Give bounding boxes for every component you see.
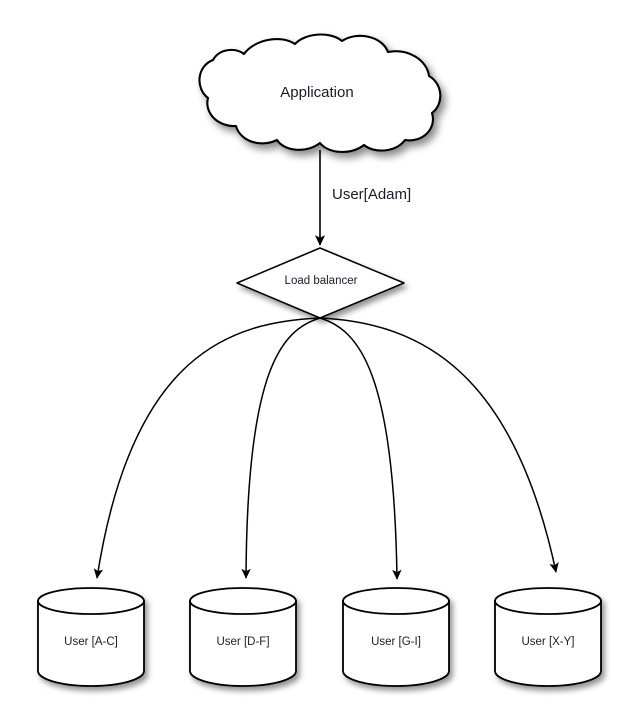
node-load-balancer[interactable]	[236, 247, 405, 319]
node-database-3[interactable]	[494, 587, 602, 687]
cylinder-body	[494, 600, 602, 687]
edge-to-db-3	[319, 317, 559, 573]
edge-to-db-0	[93, 317, 321, 579]
node-application[interactable]	[198, 33, 442, 153]
cylinder-body	[37, 600, 145, 687]
diamond-shape	[236, 247, 405, 319]
node-database-0[interactable]	[37, 587, 145, 687]
cylinder-top	[37, 587, 145, 615]
cylinder-top	[494, 587, 602, 615]
node-database-2[interactable]	[342, 587, 450, 687]
cylinder-top	[342, 587, 450, 615]
edge-to-db-1	[241, 317, 321, 579]
cloud-shape	[198, 33, 442, 153]
node-database-1[interactable]	[189, 587, 297, 687]
cylinder-body	[342, 600, 450, 687]
edge-to-db-2	[319, 317, 402, 580]
cylinder-body	[189, 600, 297, 687]
cylinder-top	[189, 587, 297, 615]
edges-load-balancer-to-databases	[93, 317, 559, 580]
